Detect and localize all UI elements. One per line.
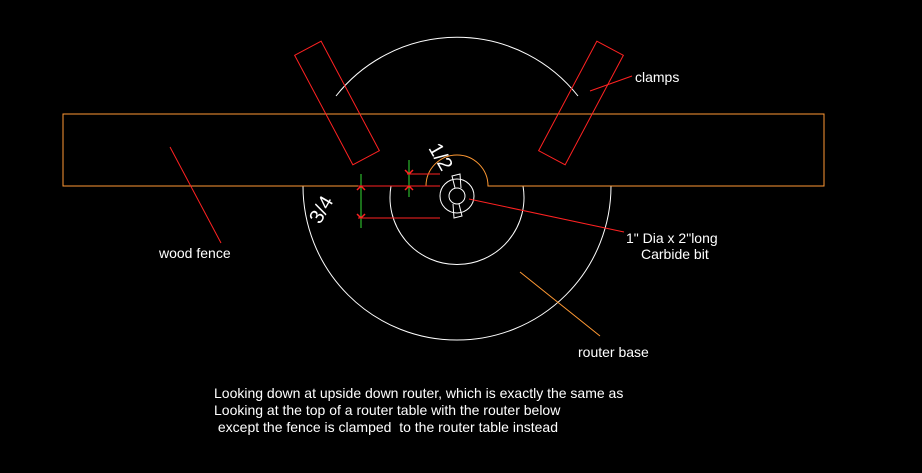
- router-base-outline: [302, 185, 612, 341]
- router-base-top-arc: [335, 36, 579, 97]
- bit-leader: [468, 198, 625, 233]
- note-line-1: Looking down at upside down router, whic…: [214, 385, 624, 401]
- right-clamp: [537, 40, 625, 166]
- wood-fence-leader: [169, 146, 222, 244]
- dim-outer-text: 3/4: [305, 192, 338, 227]
- dim-inner-arrow-top: [404, 169, 414, 176]
- left-clamp: [293, 40, 381, 166]
- dim-inner-text: 1/2: [424, 140, 457, 175]
- explanatory-note: Looking down at upside down router, whic…: [214, 385, 623, 436]
- wood-fence: [62, 113, 825, 187]
- carbide-bit-flute-top: [451, 173, 462, 189]
- bit-label-line1: 1" Dia x 2"long: [626, 230, 718, 246]
- carbide-bit-flute-bottom: [452, 203, 463, 219]
- note-line-2: Looking at the top of a router table wit…: [214, 402, 561, 418]
- carbide-bit-outer: [439, 178, 475, 214]
- dim-outer-arrow-bottom: [356, 213, 366, 220]
- wood-fence-label: wood fence: [159, 245, 231, 261]
- clamps-label: clamps: [635, 69, 680, 85]
- clamps-leader: [589, 75, 633, 92]
- base-opening-circle: [389, 185, 525, 265]
- note-line-3: except the fence is clamped to the route…: [214, 419, 558, 435]
- router-base-label: router base: [578, 344, 649, 360]
- dim-outer-arrow-top: [356, 184, 366, 191]
- router-base-leader: [519, 271, 601, 337]
- carbide-bit-shank: [448, 187, 466, 205]
- bit-label-line2: Carbide bit: [641, 246, 709, 262]
